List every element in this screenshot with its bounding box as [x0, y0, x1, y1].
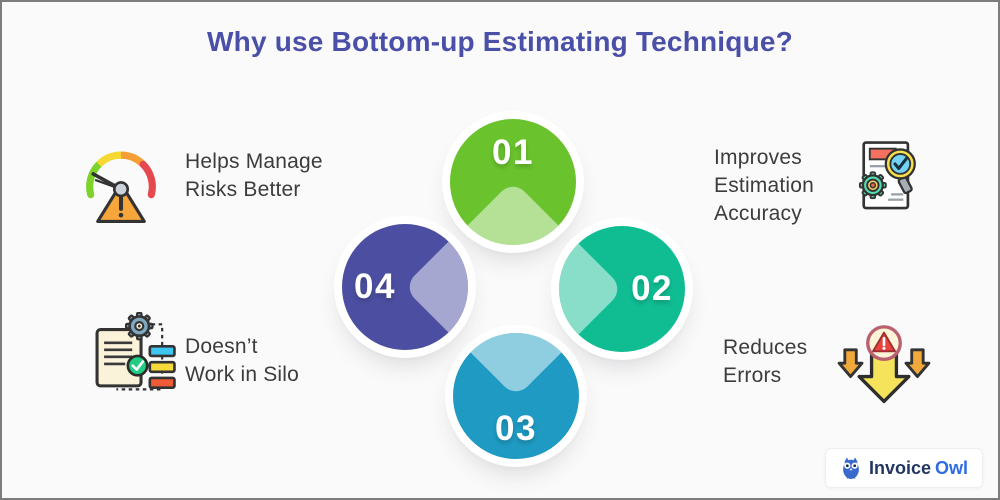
step-circle-02-face: 02 — [559, 226, 685, 352]
step-circle-01: 01 — [450, 119, 576, 245]
benefit-label-reduces-errors: Reduces Errors — [723, 334, 807, 390]
wedge-left — [403, 224, 468, 350]
benefit-label-helps-manage-risks: Helps Manage Risks Better — [185, 148, 323, 204]
check-circle-icon — [126, 354, 149, 377]
step-circle-04: 04 — [342, 224, 468, 350]
gear-icon — [858, 171, 887, 200]
logo-brand-accent: Owl — [934, 457, 968, 478]
benefit-line: Reduces — [723, 336, 808, 359]
step-number: 02 — [631, 269, 673, 308]
step-circle-02: 02 — [559, 226, 685, 352]
step-number: 03 — [495, 409, 537, 448]
benefit-label-improves-estimation-accuracy: Improves Estimation Accuracy — [714, 144, 814, 228]
risk-gauge-icon — [86, 151, 156, 223]
step-circle-03: 03 — [453, 333, 579, 459]
step-circle-03-face: 03 — [453, 333, 579, 459]
step-number: 01 — [492, 133, 534, 172]
wedge-up — [450, 180, 576, 245]
document-magnifier-icon — [858, 141, 916, 210]
benefit-line: Risks Better — [185, 178, 301, 201]
benefit-label-doesnt-work-in-silo: Doesn’t Work in Silo — [185, 333, 299, 389]
benefit-line: Work in Silo — [185, 363, 300, 386]
gear-icon — [124, 312, 154, 341]
step-circle-01-face: 01 — [450, 119, 576, 245]
step-circle-04-face: 04 — [342, 224, 468, 350]
benefit-line: Doesn’t — [185, 335, 258, 358]
page-title: Why use Bottom-up Estimating Technique? — [207, 26, 793, 57]
wedge-down — [453, 333, 579, 398]
error-warning-arrows-icon — [837, 325, 931, 404]
workflow-gear-document-icon — [95, 312, 176, 391]
benefit-line: Accuracy — [714, 202, 802, 225]
step-number: 04 — [354, 267, 396, 306]
benefit-line: Helps Manage — [185, 150, 323, 173]
benefit-line: Estimation — [714, 174, 815, 197]
logo-brand-primary: Invoice — [868, 457, 931, 478]
magnifier-check-icon — [884, 148, 916, 195]
benefit-line: Improves — [714, 146, 802, 169]
benefit-line: Errors — [723, 364, 782, 387]
owl-icon — [843, 457, 859, 479]
